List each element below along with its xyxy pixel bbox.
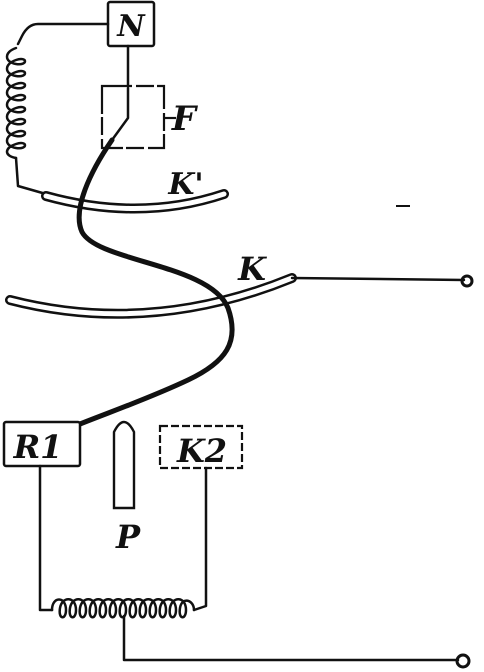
left-coil-wire xyxy=(16,22,110,46)
bottom-output-terminal xyxy=(455,653,471,669)
k-output-wire xyxy=(290,276,466,282)
f-label: F xyxy=(171,99,199,139)
n-box: N xyxy=(106,0,156,48)
r1-box: R1 xyxy=(2,420,82,468)
k-output-terminal xyxy=(460,274,474,288)
r1-label: R1 xyxy=(13,428,63,466)
p-label: P xyxy=(115,518,141,556)
k2-label: K2 xyxy=(176,432,227,470)
k-prime-arc xyxy=(41,189,229,214)
k-arc xyxy=(5,273,297,319)
coil-to-kprime-wire xyxy=(14,156,48,196)
n-label: N xyxy=(116,9,146,44)
center-tap-wire xyxy=(122,614,460,662)
f-inner-wire xyxy=(110,86,130,142)
left-coil xyxy=(5,46,27,160)
f-box: F xyxy=(100,84,199,150)
k2-down-wire xyxy=(192,466,208,612)
flexible-lead xyxy=(76,137,235,427)
k2-box: K2 xyxy=(158,424,244,470)
bottom-coil xyxy=(50,598,196,619)
k-label: K xyxy=(237,250,267,288)
r1-down-wire xyxy=(38,464,54,612)
probe xyxy=(112,420,136,510)
k-prime-label: K' xyxy=(167,167,203,202)
